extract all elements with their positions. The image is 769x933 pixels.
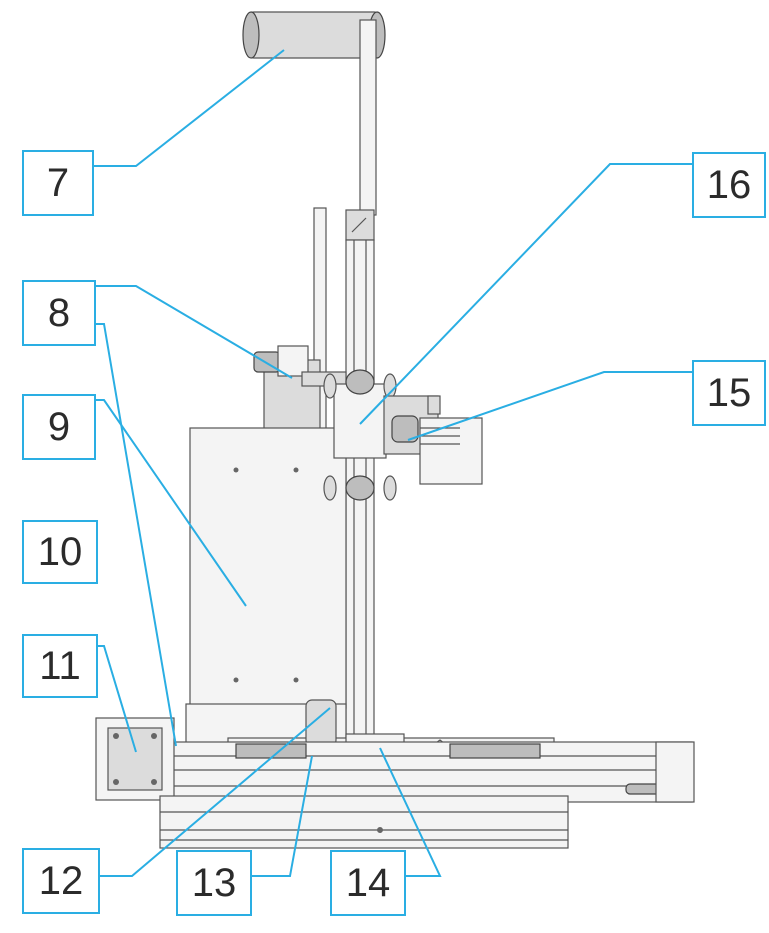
- back-plate: [185, 427, 347, 745]
- base-extrusion: [159, 795, 569, 849]
- leader-14: [379, 747, 442, 877]
- leader-7: [94, 49, 285, 167]
- callout-11: 11: [22, 634, 98, 698]
- callout-7: 7: [22, 150, 94, 216]
- z-axis-extrusion: [345, 239, 375, 801]
- callout-15: 15: [692, 360, 766, 426]
- callout-10: 10: [22, 520, 98, 584]
- leader-11: [96, 645, 137, 753]
- y-motor-plate: [95, 717, 175, 801]
- leader-9: [96, 399, 247, 607]
- leader-16: [359, 163, 692, 425]
- callout-12: 12: [22, 848, 100, 914]
- callout-16: 16: [692, 152, 766, 218]
- horizontal-rail: [171, 741, 695, 803]
- leader-10: [96, 323, 177, 747]
- callout-8: 8: [22, 280, 96, 346]
- leader-8: [96, 285, 293, 379]
- extruder-head: [383, 395, 483, 485]
- spool-holder-arm: [345, 19, 377, 241]
- leader-15: [407, 371, 692, 441]
- leader-lines: [94, 49, 692, 877]
- filament-spool: [242, 11, 386, 59]
- leader-13: [252, 755, 313, 877]
- callout-9: 9: [22, 394, 96, 460]
- leader-12: [100, 707, 331, 877]
- callout-14: 14: [330, 850, 406, 916]
- callout-13: 13: [176, 850, 252, 916]
